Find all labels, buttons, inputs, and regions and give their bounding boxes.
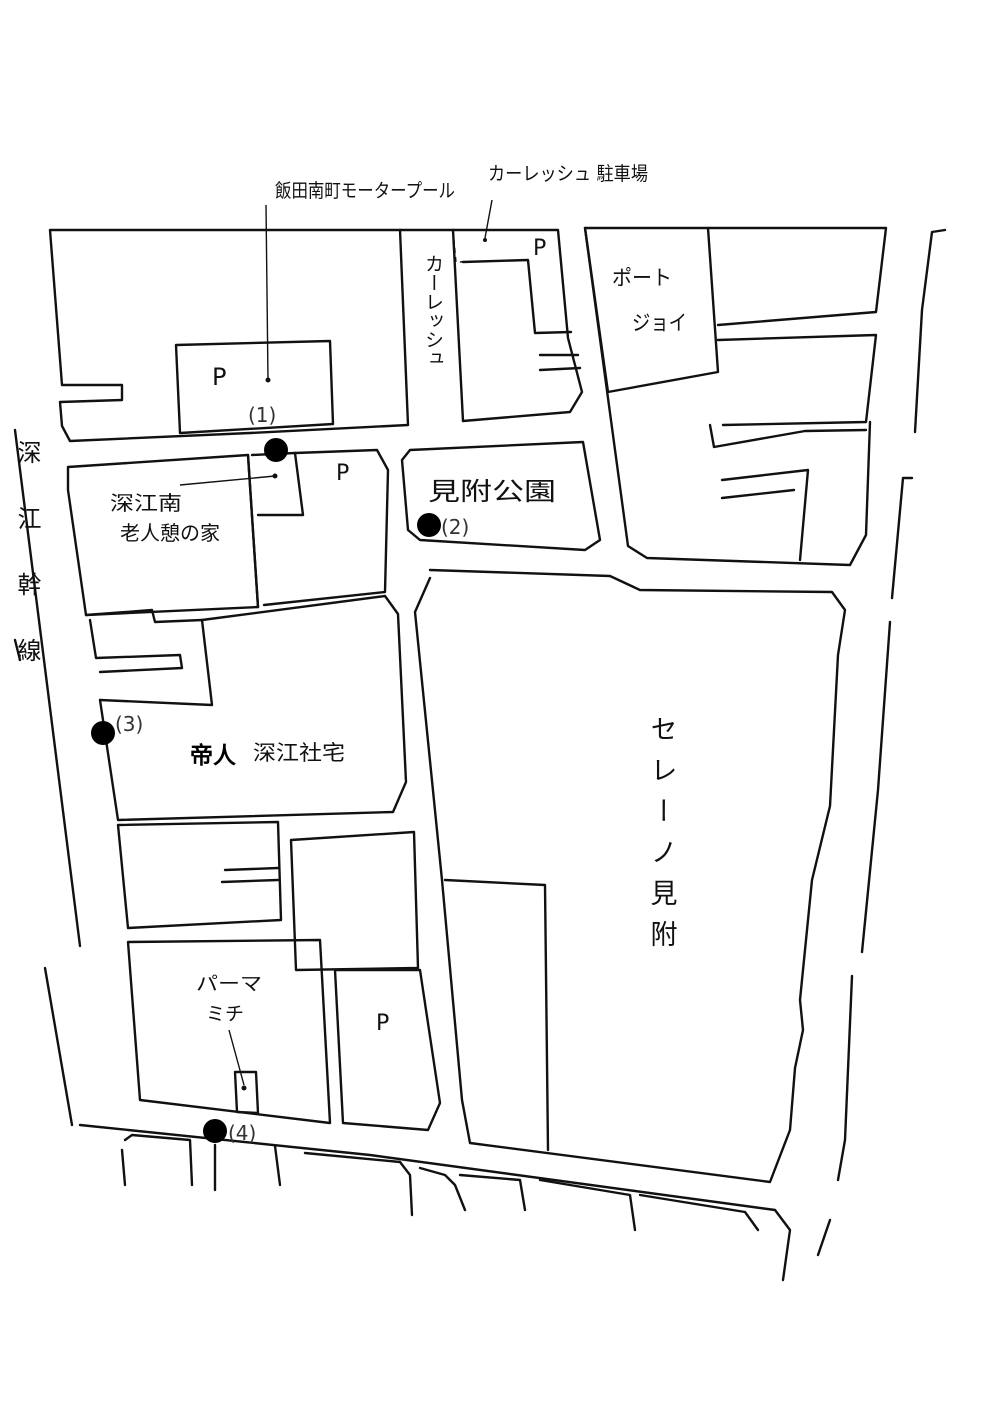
carlesshu-vertical-label: カーレッシュ (422, 254, 444, 368)
parking-label-center: P (336, 461, 349, 486)
block-outlines (13, 226, 947, 1282)
elderly-house-label-2: 老人憩の家 (120, 521, 220, 545)
marker-2: (2) (417, 513, 469, 539)
marker-number: (4) (228, 1121, 256, 1145)
marker-dot (264, 438, 288, 462)
park-label: 見附公園 (428, 477, 556, 506)
motor-pool-label: 飯田南町モータープール (275, 180, 455, 202)
carlesshu-parking-label: カーレッシュ 駐車場 (488, 163, 648, 185)
parking-label-lower: P (376, 1011, 389, 1036)
perm-label-1: パーマ (196, 973, 262, 995)
teijin-label: 帝人 (190, 742, 237, 769)
marker-number: (2) (441, 515, 469, 539)
marker-1: (1) (248, 403, 288, 462)
road-label: 深江幹線 (13, 440, 41, 704)
marker-3: (3) (91, 712, 143, 745)
elderly-house-label-1: 深江南 (110, 491, 182, 515)
marker-4: (4) (203, 1119, 256, 1145)
port-joy-label-2: ジョイ (632, 311, 687, 335)
marker-number: (1) (248, 403, 276, 427)
teijin-housing-label: 深江社宅 (253, 741, 345, 765)
marker-dot (91, 721, 115, 745)
perm-label-2: ミチ (206, 1003, 244, 1025)
marker-dot (203, 1119, 227, 1143)
marker-number: (3) (115, 712, 143, 736)
parking-label-motor-pool: P (212, 363, 226, 391)
seren-label: セレーノ見附 (646, 715, 677, 961)
parking-label-carlesshu: P (533, 236, 546, 261)
port-joy-label-1: ポート (612, 266, 672, 290)
marker-dot (417, 513, 441, 537)
leader-lines (179, 199, 493, 1091)
